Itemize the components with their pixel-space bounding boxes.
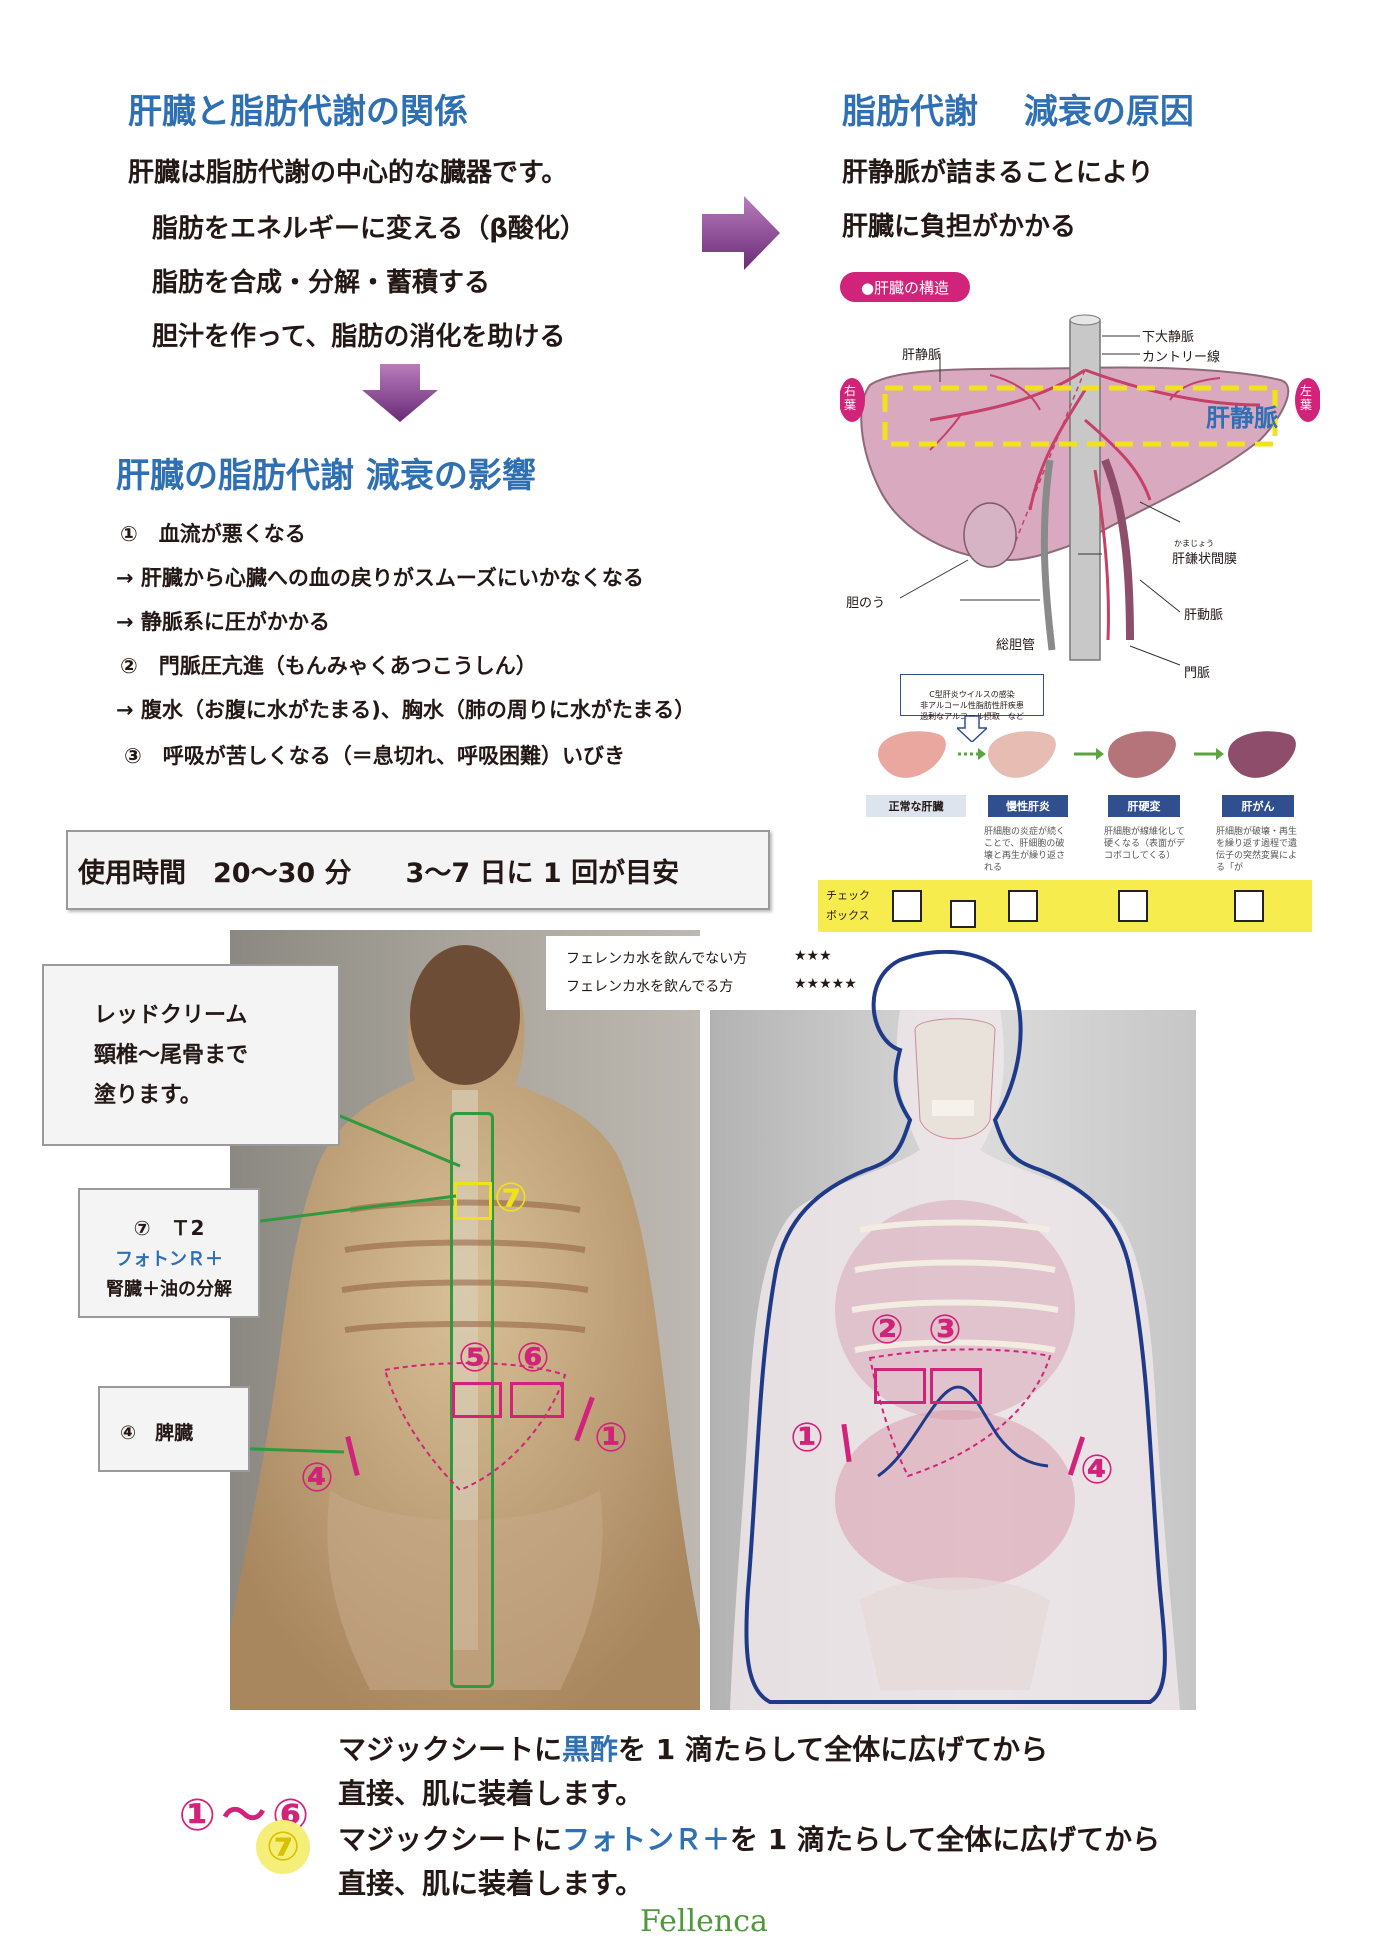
marker-1-front: ① <box>790 1415 824 1461</box>
down-arrow-icon <box>362 364 438 422</box>
down-hollow-arrow-icon <box>957 716 987 742</box>
instruction-1-line-2: 直接、肌に装着します。 <box>338 1777 644 1810</box>
marker-box-5 <box>452 1382 502 1418</box>
t2-callout: ⑦ Ｔ2 フォトンＲ＋ 腎臓＋油の分解 <box>78 1188 260 1318</box>
liver-structure-badge: ●肝臓の構造 <box>840 272 970 302</box>
marker-box-2 <box>874 1368 926 1404</box>
left-point-3: 胆汁を作って、脂肪の消化を助ける <box>152 322 566 352</box>
label-right-lobe: 右葉 <box>844 384 857 412</box>
usage-time-box: 使用時間 20〜30 分 3〜7 日に 1 回が目安 <box>66 830 770 910</box>
check-box-cirrhosis[interactable] <box>1118 890 1148 922</box>
effect-item: → 肝臓から心臓への血の戻りがスムーズにいかなくなる <box>116 566 644 590</box>
usage-time-text: 使用時間 20〜30 分 3〜7 日に 1 回が目安 <box>78 857 680 889</box>
stage-label-liver-cancer: 肝がん <box>1222 795 1294 817</box>
effect-item: ② 門脈圧亢進（もんみゃくあつこうしん） <box>120 654 537 678</box>
causes-box: C型肝炎ウイルスの感染 非アルコール性脂肪性肝疾患 過剰なアルコール摂取 など <box>900 674 1044 721</box>
label-ligament-ruby: かまじょう <box>1174 539 1214 548</box>
label-ivc: 下大静脈 <box>1142 330 1195 345</box>
marker-7-back: ⑦ <box>494 1175 528 1221</box>
effect-item: → 静脈系に圧がかかる <box>116 610 330 634</box>
liver-region-front <box>868 1348 1052 1478</box>
fellenca-logo: Fellenca <box>640 1904 768 1939</box>
red-cream-text: レッドクリーム 頸椎〜尾骨まで 塗ります。 <box>94 1003 249 1108</box>
left-point-1: 脂肪をエネルギーに変える（β酸化） <box>152 214 586 244</box>
label-hepatic-vein-big: 肝静脈 <box>1206 404 1278 432</box>
t2-product: フォトンＲ＋ <box>115 1249 223 1270</box>
label-gallbladder: 胆のう <box>846 596 886 611</box>
t2-desc: 腎臓＋油の分解 <box>106 1279 232 1300</box>
instruction-2-line-1: マジックシートにフォトンＲ＋を 1 滴たらして全体に広げてから <box>338 1823 1161 1856</box>
marker-5-back: ⑤ <box>458 1335 492 1381</box>
marker-7-bullet: ⑦ <box>256 1820 310 1874</box>
check-box-cancer[interactable] <box>1234 890 1264 922</box>
instruction-2-line-2: 直接、肌に装着します。 <box>338 1867 644 1900</box>
t2-number: ⑦ Ｔ2 <box>133 1216 205 1240</box>
spine-green-box <box>450 1112 494 1688</box>
check-box-label: チェック ボックス <box>826 889 870 922</box>
rating-not-drinking-stars: ★★★ <box>794 948 832 964</box>
marker-2-front: ② <box>870 1307 904 1353</box>
right-arrow-icon <box>702 196 780 270</box>
spleen-text: ④ 脾臓 <box>120 1422 194 1444</box>
label-cantlie: カントリー線 <box>1142 350 1221 365</box>
stage-label-cirrhosis: 肝硬変 <box>1108 795 1180 817</box>
stage-desc-chronic: 肝細胞の炎症が続くことで、肝細胞の破壊と再生が繰り返される <box>984 827 1066 873</box>
label-bile-duct: 総胆管 <box>996 638 1036 653</box>
label-portal: 門脈 <box>1184 666 1211 681</box>
check-box-chronic-2[interactable] <box>1008 890 1038 922</box>
rating-not-drinking-label: フェレンカ水を飲んでない方 <box>566 951 748 967</box>
marker-box-3 <box>930 1368 982 1404</box>
spleen-liver-region-back <box>383 1362 567 1492</box>
left-intro: 肝臓は脂肪代謝の中心的な臓器です。 <box>128 158 568 188</box>
marker-6-back: ⑥ <box>516 1335 550 1381</box>
stage-label-normal: 正常な肝臓 <box>866 795 966 817</box>
label-artery: 肝動脈 <box>1184 608 1224 623</box>
left-title: 肝臓と脂肪代謝の関係 <box>128 92 468 132</box>
label-ligament: 肝鎌状間膜 <box>1172 552 1238 567</box>
effect-item: ① 血流が悪くなる <box>120 522 306 546</box>
spleen-callout: ④ 脾臓 <box>98 1386 250 1472</box>
red-cream-callout: レッドクリーム 頸椎〜尾骨まで 塗ります。 <box>42 964 340 1146</box>
ratings-box: フェレンカ水を飲んでない方 ★★★ フェレンカ水を飲んでる方 ★★★★★ <box>546 936 882 1010</box>
marker-box-6 <box>510 1382 564 1418</box>
marker-1-back: ① <box>594 1415 628 1461</box>
marker-4-front: ④ <box>1080 1447 1114 1493</box>
check-box-bar: チェック ボックス <box>818 880 1312 932</box>
effect-item: → 腹水（お腹に水がたまる)、胸水（肺の周りに水がたまる） <box>116 698 696 722</box>
rating-drinking-stars: ★★★★★ <box>794 976 857 992</box>
label-hepatic-vein: 肝静脈 <box>902 348 942 363</box>
right-title: 脂肪代謝 減衰の原因 <box>842 92 1194 132</box>
gallbladder-shape <box>963 502 1017 568</box>
right-line-2: 肝臓に負担がかかる <box>842 212 1077 242</box>
marker-4-back: ④ <box>300 1455 334 1501</box>
stage-desc-cirrhosis: 肝細胞が線維化して硬くなる（表面がデコボコしてくる） <box>1104 827 1186 861</box>
stage-label-chronic-hepatitis: 慢性肝炎 <box>988 795 1068 817</box>
label-left-lobe: 左葉 <box>1300 384 1313 412</box>
t2-yellow-box <box>454 1182 492 1220</box>
stage-desc-cancer: 肝細胞が破壊・再生を繰り返す過程で遺伝子の突然変異による「が <box>1216 827 1298 873</box>
liver-diagram <box>840 314 1320 666</box>
effect-item: ③ 呼吸が苦しくなる（＝息切れ、呼吸困難）いびき <box>124 744 625 768</box>
right-line-1: 肝静脈が詰まることにより <box>842 158 1154 188</box>
left-point-2: 脂肪を合成・分解・蓄積する <box>152 268 491 298</box>
front-body-outline <box>744 950 1167 1704</box>
effects-title: 肝臓の脂肪代謝 減衰の影響 <box>116 456 536 496</box>
liver-stages <box>878 731 1296 778</box>
instruction-1-line-1: マジックシートに黒酢を 1 滴たらして全体に広げてから <box>338 1733 1049 1766</box>
check-box-chronic[interactable] <box>950 900 976 928</box>
marker-3-front: ③ <box>928 1307 962 1353</box>
check-box-normal[interactable] <box>892 890 922 922</box>
front-body-image <box>710 1010 1196 1710</box>
rating-drinking-label: フェレンカ水を飲んでる方 <box>566 979 734 995</box>
